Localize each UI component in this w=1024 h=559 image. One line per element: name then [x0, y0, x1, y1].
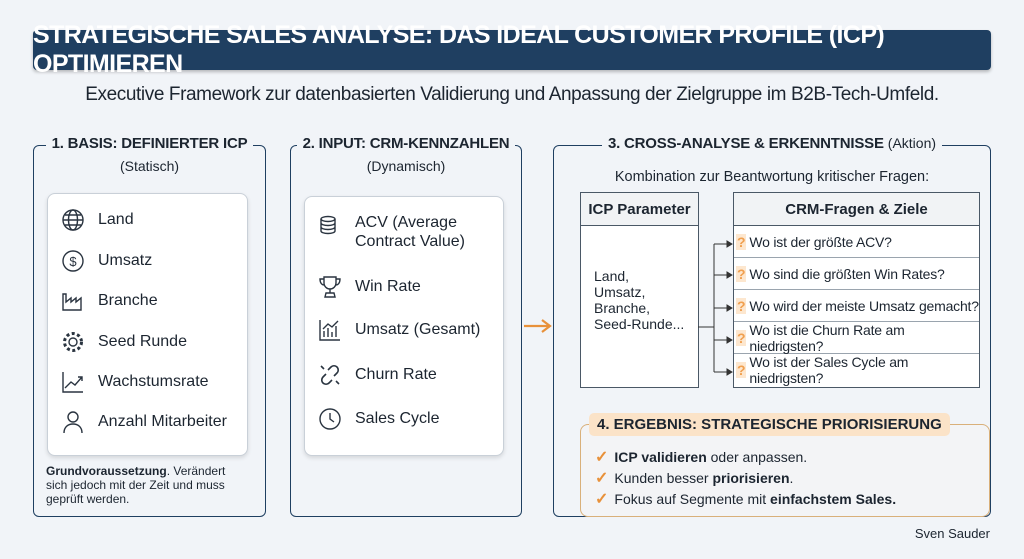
question-icon: ? [736, 297, 747, 314]
text-bold: priorisieren [712, 470, 790, 486]
question-icon: ? [736, 233, 747, 250]
icp-parameter-table: ICP Parameter Land, Umsatz, Branche, See… [580, 192, 699, 388]
result-item: ✓ Fokus auf Segmente mit einfachstem Sale… [595, 489, 896, 509]
panel-title-suffix: (Aktion) [883, 135, 943, 151]
panel-title: 3. CROSS-ANALYSE & ERKENNTNISSE [601, 135, 884, 152]
crm-questions-table: CRM-Fragen & Ziele ?Wo ist der größte AC… [733, 192, 980, 388]
result-box: 4. ERGEBNIS: STRATEGISCHE PRIORISIERUNG … [580, 413, 990, 517]
question-text: Wo ist der größte ACV? [749, 233, 892, 250]
item-label: Anzahl Mitarbeiter [98, 413, 227, 430]
table-row: ?Wo ist der Sales Cycle am niedrigsten? [734, 354, 979, 386]
icp-parameter-list: Land, Umsatz, Branche, Seed-Runde... [581, 226, 698, 332]
item-label: Churn Rate [355, 366, 437, 383]
person-icon [63, 411, 83, 434]
crm-card: ACV (Average Contract Value) Win Rate Um… [304, 196, 504, 456]
list-item: Umsatz (Gesamt) [317, 317, 480, 343]
question-text: Wo ist die Churn Rate am niedrigsten? [749, 321, 905, 354]
icp-line: Land, [594, 268, 630, 284]
panel-title: 1. BASIS: DEFINIERTER ICP [45, 135, 254, 152]
panel-subtitle: (Statisch) [119, 158, 180, 174]
note-bold: Grundvoraussetzung [46, 464, 167, 478]
svg-text:$: $ [69, 254, 77, 269]
trend-icon [62, 372, 83, 393]
item-label: Wachstumsrate [98, 373, 209, 390]
icp-note: Grundvoraussetzung. Verändert sich jedoc… [46, 464, 246, 506]
question-icon: ? [736, 265, 747, 282]
panel-subtitle: (Dynamisch) [366, 158, 446, 174]
list-item: Seed Runde [60, 329, 187, 355]
panel-crm-kennzahlen: 2. INPUT: CRM-KENNZAHLEN (Dynamisch) ACV… [290, 135, 522, 517]
icp-card: Land $ Umsatz Branche Seed Runde Wachstum… [47, 193, 248, 456]
clock-icon [319, 408, 341, 430]
table-row: ?Wo ist die Churn Rate am niedrigsten? [734, 322, 979, 354]
check-icon: ✓ [595, 470, 609, 487]
icp-line: Seed-Runde... [594, 316, 685, 332]
text: Fokus auf Segmente mit [614, 491, 771, 507]
gear-icon [63, 332, 83, 352]
question-icon: ? [736, 362, 747, 378]
item-label: Branche [98, 292, 158, 309]
text-bold: einfachstem Sales. [770, 491, 897, 507]
table-header: CRM-Fragen & Ziele [734, 193, 979, 226]
check-icon: ✓ [595, 491, 609, 508]
list-item: Anzahl Mitarbeiter [60, 409, 227, 435]
question-text: Wo ist der Sales Cycle am niedrigsten? [749, 354, 909, 386]
list-item: $ Umsatz [60, 248, 152, 274]
text-bold: ICP validieren [614, 449, 707, 465]
result-item: ✓ ICP validieren oder anpassen. [595, 447, 807, 467]
note-text: . Verändert sich jedoch mit der Zeit und… [46, 464, 226, 506]
item-label: Umsatz [98, 252, 153, 269]
list-item: Wachstumsrate [60, 369, 209, 395]
coins-icon [320, 215, 336, 235]
panel-title: 2. INPUT: CRM-KENNZAHLEN [296, 135, 516, 152]
globe-icon [62, 209, 84, 231]
main-title: STRATEGISCHE SALES ANALYSE: DAS IDEAL CU… [33, 21, 991, 78]
table-header: ICP Parameter [581, 193, 698, 226]
panel-basis-icp: 1. BASIS: DEFINIERTER ICP (Statisch) Lan… [33, 135, 266, 517]
item-label: ACV (Average Contract Value) [355, 214, 465, 250]
dollar-icon: $ [62, 250, 84, 272]
panel-subtitle: Kombination zur Beantwortung kritischer … [614, 169, 930, 185]
author: Sven Sauder [914, 526, 990, 541]
list-item: Land [60, 207, 134, 233]
icp-line: Branche, [594, 300, 651, 316]
item-label: Umsatz (Gesamt) [355, 321, 481, 338]
result-item: ✓ Kunden besser priorisieren. [595, 468, 793, 488]
item-label: Sales Cycle [355, 410, 440, 427]
result-title: 4. ERGEBNIS: STRATEGISCHE PRIORISIERUNG [589, 413, 950, 436]
broken-link-icon [320, 364, 340, 386]
table-row: ?Wo wird der meiste Umsatz gemacht? [734, 290, 979, 322]
table-row: ?Wo ist der größte ACV? [734, 226, 979, 258]
arrow-right-icon [524, 319, 552, 333]
connector-arrows [698, 240, 733, 376]
list-item: ACV (Average Contract Value) [317, 213, 475, 251]
check-icon: ✓ [595, 449, 609, 466]
question-text: Wo wird der meiste Umsatz gemacht? [749, 297, 979, 314]
text: . [789, 470, 794, 486]
bar-chart-icon [319, 320, 340, 341]
factory-icon [62, 293, 82, 311]
list-item: Churn Rate [317, 362, 437, 388]
subtitle: Executive Framework zur datenbasierten V… [85, 84, 939, 105]
item-label: Win Rate [355, 278, 421, 295]
icp-line: Umsatz, [594, 284, 646, 300]
table-row: ?Wo sind die größten Win Rates? [734, 258, 979, 290]
list-item: Branche [60, 288, 158, 314]
text: oder anpassen. [706, 449, 808, 465]
item-label: Seed Runde [98, 333, 187, 350]
item-label: Land [98, 211, 134, 228]
list-item: Sales Cycle [317, 406, 439, 432]
text: Kunden besser [614, 470, 713, 486]
question-icon: ? [736, 329, 747, 346]
trophy-icon [319, 276, 341, 298]
list-item: Win Rate [317, 274, 421, 300]
question-text: Wo sind die größten Win Rates? [749, 265, 945, 282]
